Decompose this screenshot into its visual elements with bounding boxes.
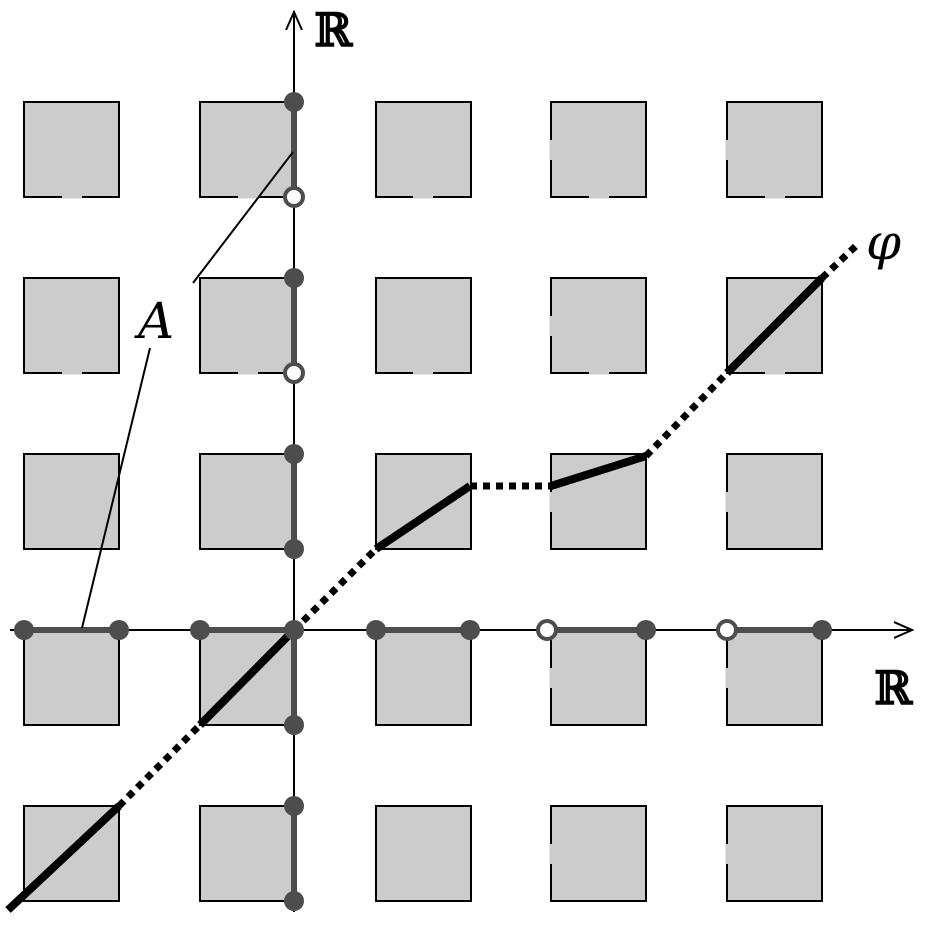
closed-point [460, 620, 480, 640]
phi-solid-segment [373, 482, 473, 553]
set-a-label: A [134, 292, 174, 350]
grid-square [23, 101, 120, 198]
grid-square [550, 453, 647, 550]
grid-square [199, 453, 296, 550]
label-a-backdrop [136, 290, 184, 344]
closed-point [366, 620, 386, 640]
phi-solid-segment [197, 627, 297, 728]
open-point [536, 619, 558, 641]
graph-phi [5, 241, 861, 913]
grid-square [375, 277, 472, 374]
closed-point [636, 620, 656, 640]
grid-square [23, 453, 120, 550]
x-axis-label: ℝ [874, 661, 914, 715]
phi-dotted-segment [643, 370, 730, 459]
grid-square [23, 629, 120, 726]
grid-square [375, 805, 472, 902]
grid-square [550, 805, 647, 902]
function-phi-label: φ [866, 213, 901, 271]
closed-point [190, 620, 210, 640]
closed-endpoints [14, 92, 832, 911]
square-grid [23, 101, 823, 902]
y-axis-label: ℝ [314, 3, 354, 57]
grid-square [550, 629, 647, 726]
set-a-segments [24, 102, 822, 901]
phi-solid-segment [549, 452, 648, 490]
grid-square [726, 629, 823, 726]
grid-square [199, 101, 296, 198]
closed-point [284, 268, 304, 288]
closed-point [109, 620, 129, 640]
grid-square [199, 277, 296, 374]
open-point [716, 619, 738, 641]
grid-square [726, 805, 823, 902]
grid-square [550, 101, 647, 198]
open-endpoints [283, 186, 738, 641]
closed-point [284, 444, 304, 464]
grid-square [375, 629, 472, 726]
open-point [283, 362, 305, 384]
open-point [283, 186, 305, 208]
phi-solid-segment [5, 803, 122, 913]
closed-point [284, 539, 304, 559]
phi-dotted-segment [819, 241, 861, 281]
phi-dotted-segment [291, 546, 379, 633]
closed-point [284, 715, 304, 735]
grid-square [199, 805, 296, 902]
edge-gaps [62, 140, 785, 864]
grid-square [726, 101, 823, 198]
grid-square [726, 453, 823, 550]
closed-point [284, 796, 304, 816]
label-a-leaders [81, 151, 294, 629]
phi-dotted-segment [116, 722, 203, 809]
closed-point [14, 620, 34, 640]
grid-square [375, 101, 472, 198]
closed-point [284, 620, 304, 640]
closed-point [284, 92, 304, 112]
grid-square [375, 453, 472, 550]
closed-point [284, 891, 304, 911]
phi-solid-segment [724, 275, 825, 376]
grid-square [550, 277, 647, 374]
closed-point [812, 620, 832, 640]
grid-square [23, 277, 120, 374]
